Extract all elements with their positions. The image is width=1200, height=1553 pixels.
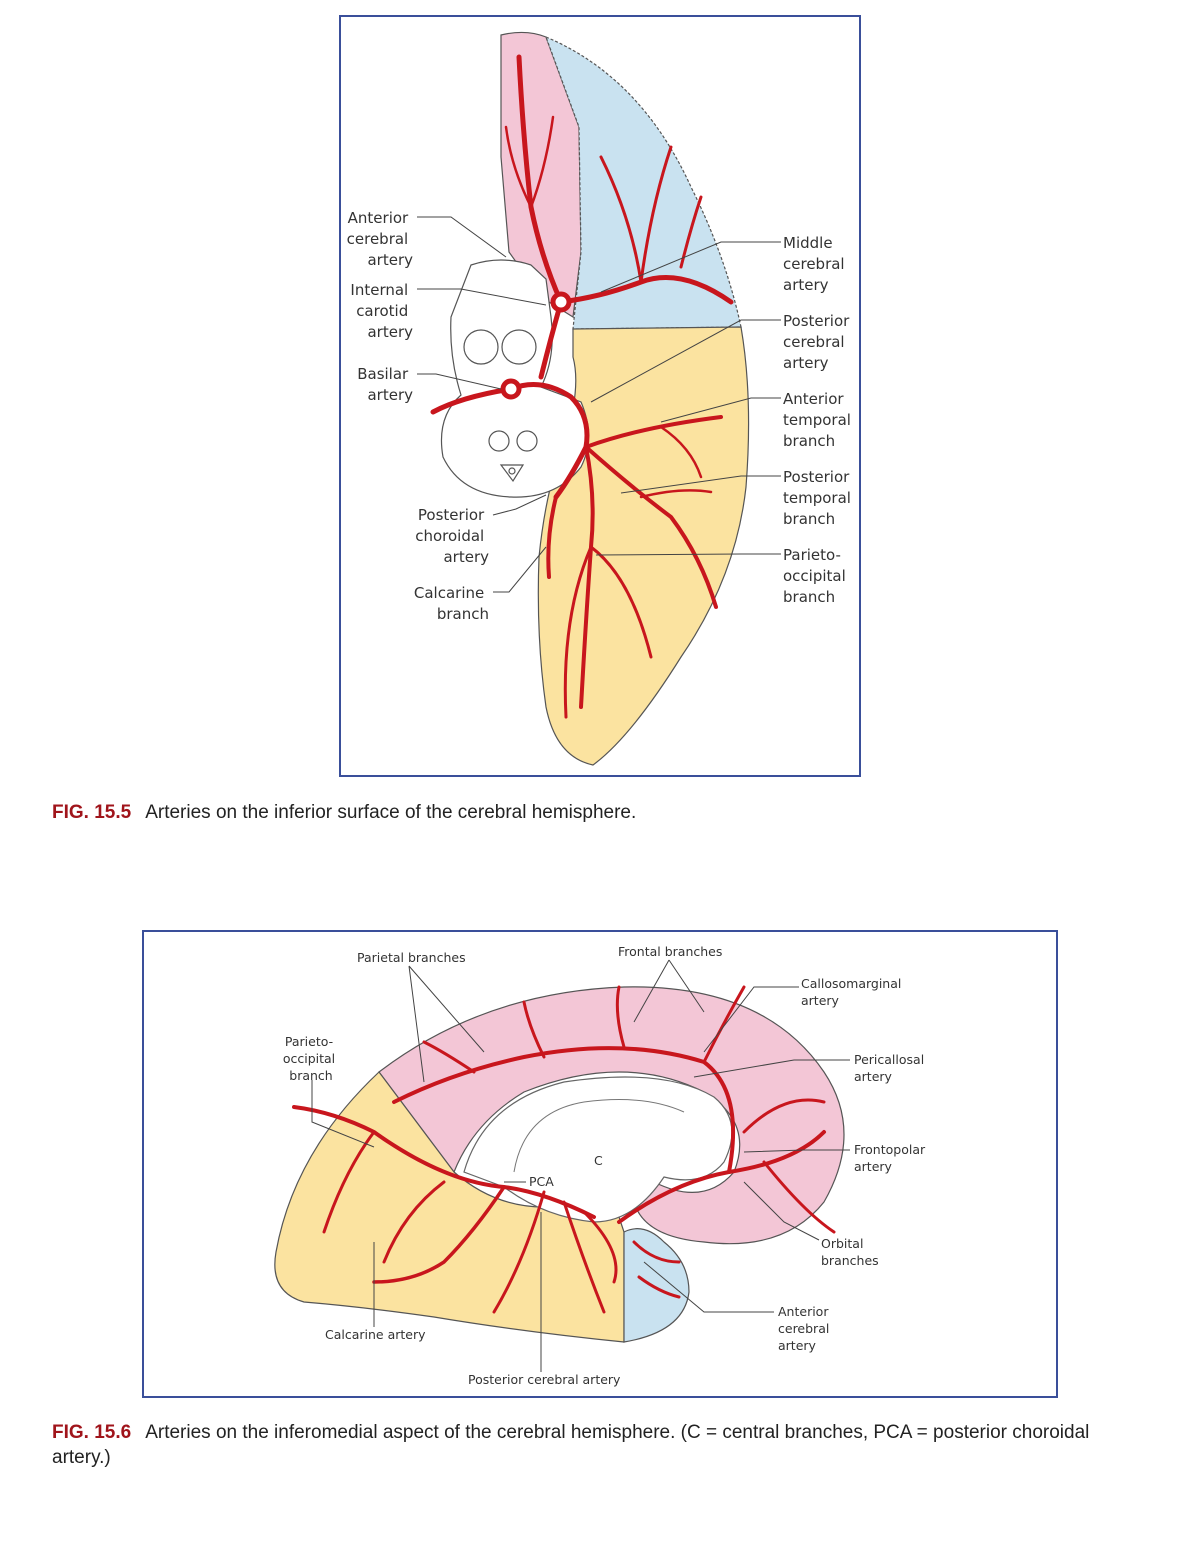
- label-middle-cerebral-artery: Middle cerebral artery: [783, 234, 849, 294]
- label-frontal-branches: Frontal branches: [618, 944, 722, 959]
- label-anterior-cerebral-artery: Anterior cerebral artery: [778, 1304, 833, 1353]
- label-posterior-cerebral-artery: Posterior cerebral artery: [468, 1372, 621, 1387]
- label-parieto-occipital-branch: Parieto- occipital branch: [283, 1034, 339, 1083]
- label-pericallosal-artery: Pericallosal artery: [854, 1052, 928, 1084]
- caption-text: Arteries on the inferomedial aspect of t…: [52, 1422, 1090, 1468]
- pca-territory: [537, 326, 750, 766]
- internal-carotid-junction: [550, 291, 572, 313]
- label-orbital-branches: Orbital branches: [821, 1236, 879, 1268]
- figure-number: FIG. 15.6: [52, 1422, 132, 1443]
- label-internal-carotid-artery: Internal carotid artery: [350, 281, 413, 341]
- label-c: C: [594, 1153, 603, 1168]
- figure-number: FIG. 15.5: [52, 802, 132, 823]
- aca-territory-arc: [378, 986, 845, 1245]
- label-posterior-temporal-branch: Posterior temporal branch: [783, 468, 856, 528]
- figure-15-6-frame: Parietal branches Frontal branches Callo…: [142, 930, 1058, 1398]
- fornix-outline: [513, 1099, 685, 1173]
- leader-lines-fig2: [311, 959, 850, 1372]
- inferomedial-surface-diagram: Parietal branches Frontal branches Callo…: [274, 944, 929, 1387]
- label-frontopolar-artery: Frontopolar artery: [854, 1142, 929, 1174]
- label-parieto-occipital-branch: Parieto- occipital branch: [783, 546, 851, 606]
- label-parietal-branches: Parietal branches: [357, 950, 466, 965]
- arteries-fig2: [292, 985, 836, 1314]
- inferior-surface-diagram: Anterior cerebral artery Internal caroti…: [347, 31, 856, 766]
- label-calcarine-artery: Calcarine artery: [325, 1327, 426, 1342]
- basilar-junction: [500, 378, 522, 400]
- label-anterior-temporal-branch: Anterior temporal branch: [783, 390, 856, 450]
- figure-15-5-frame: Anterior cerebral artery Internal caroti…: [339, 15, 861, 777]
- label-posterior-choroidal-artery: Posterior choroidal artery: [415, 506, 489, 566]
- mca-territory: [623, 1228, 690, 1343]
- caption-text: Arteries on the inferior surface of the …: [145, 802, 637, 823]
- label-calcarine-branch: Calcarine branch: [414, 584, 489, 623]
- leader-lines-fig1: [417, 216, 781, 593]
- label-pca: PCA: [529, 1174, 554, 1189]
- label-anterior-cerebral-artery: Anterior cerebral artery: [347, 209, 413, 269]
- brainstem-outline: [440, 259, 590, 498]
- mca-territory: [544, 35, 742, 330]
- label-basilar-artery: Basilar artery: [357, 365, 413, 404]
- label-callosomarginal-artery: Callosomarginal artery: [801, 976, 905, 1008]
- figure-15-5-caption: FIG. 15.5 Arteries on the inferior surfac…: [52, 800, 1152, 825]
- label-posterior-cerebral-artery: Posterior cerebral artery: [783, 312, 854, 372]
